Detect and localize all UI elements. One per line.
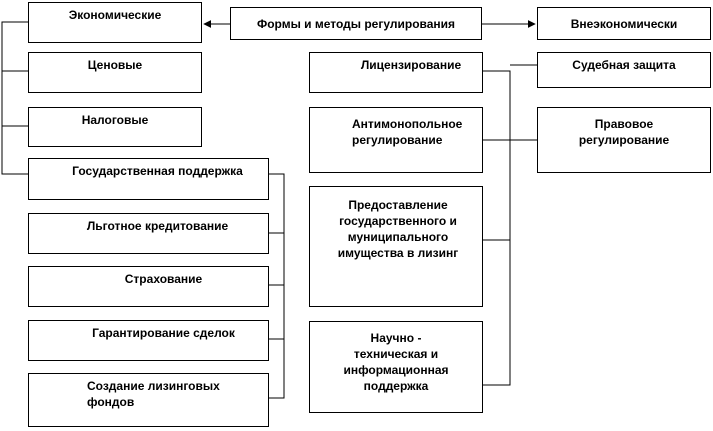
- court-protection-box: Судебная защита: [537, 52, 711, 88]
- tax-box: Налоговые: [28, 107, 202, 147]
- economic-box: Экономические: [28, 2, 202, 43]
- support-bracket: [269, 173, 285, 399]
- leasing-property-box: Предоставление государственного и муници…: [309, 186, 483, 307]
- price-box: Ценовые: [28, 52, 202, 93]
- scientific-support-box: Научно - техническая и информационная по…: [309, 321, 483, 413]
- noneconomic-box: Внеэкономически: [537, 7, 711, 40]
- legal-regulation-box: Правовое регулирование: [537, 107, 711, 173]
- antimonopoly-box: Антимонопольное регулирование: [309, 107, 483, 173]
- preferential-credit-box: Льготное кредитование: [28, 213, 269, 254]
- licensing-box: Лицензирование: [309, 52, 483, 93]
- middle-bracket: [483, 70, 511, 386]
- economic-bracket: [1, 21, 28, 175]
- insurance-box: Страхование: [28, 266, 269, 307]
- state-support-box: Государственная поддержка: [28, 158, 269, 200]
- root-box: Формы и методы регулирования: [230, 7, 482, 40]
- leasing-funds-box: Создание лизинговых фондов: [28, 373, 269, 427]
- deal-guarantee-box: Гарантирование сделок: [28, 320, 269, 361]
